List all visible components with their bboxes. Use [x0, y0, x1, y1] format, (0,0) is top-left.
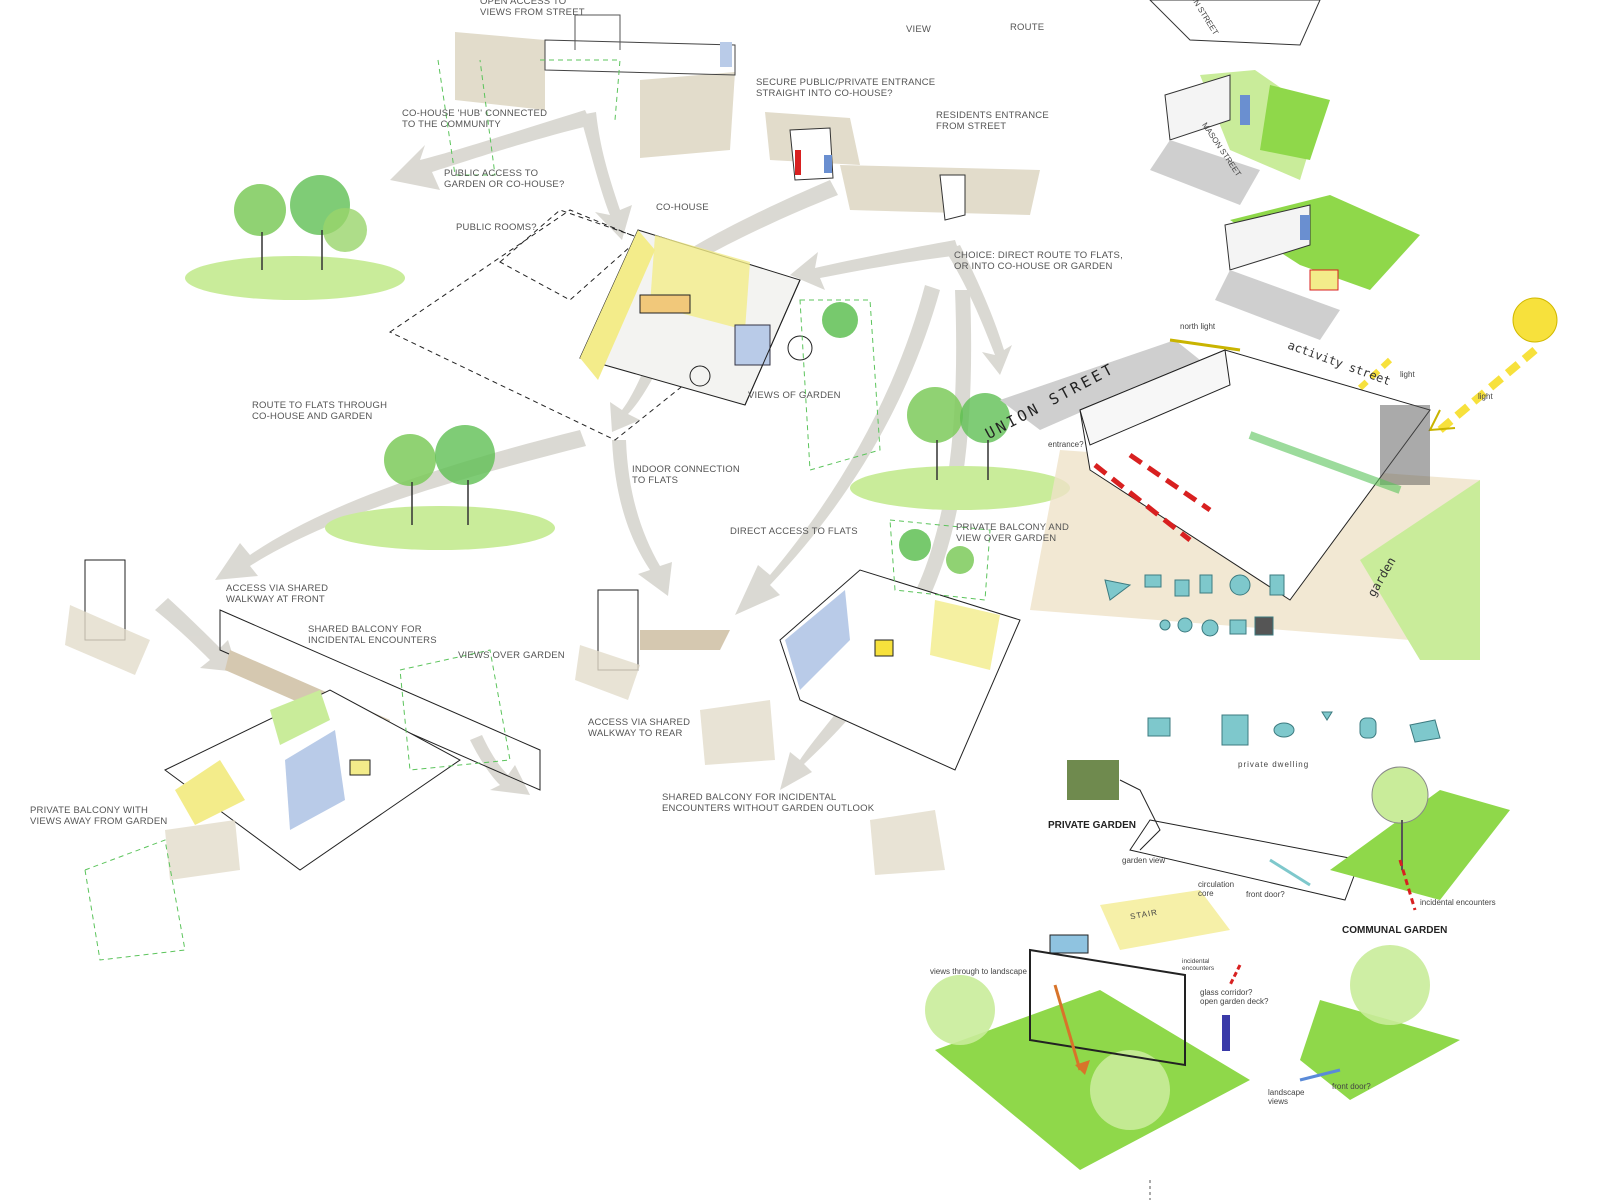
arrow-residents-to-cohouse: [790, 240, 960, 290]
label-front-door: front door?: [1246, 890, 1285, 899]
birdcage-icon: [1359, 717, 1377, 739]
street-wall-hub: [437, 14, 736, 176]
garden-right: [850, 387, 1070, 510]
label-access-shared-front: ACCESS VIA SHARED WALKWAY AT FRONT: [226, 583, 329, 605]
activity-icons: [1104, 574, 1285, 637]
co-house-box: [388, 209, 881, 471]
label-views-through: views through to landscape: [930, 967, 1027, 976]
picture-icon: [1221, 714, 1249, 746]
label-private-balcony-view: PRIVATE BALCONY AND VIEW OVER GARDEN: [956, 522, 1070, 544]
monitor-icon: [1147, 717, 1171, 737]
label-light-2: light: [1478, 392, 1493, 401]
arrow-front-walkway: [155, 598, 238, 672]
label-entrance: entrance?: [1048, 440, 1084, 449]
label-glass-corridor: glass corridor? open garden deck?: [1200, 988, 1269, 1006]
label-garden-view: garden view: [1122, 856, 1166, 865]
label-private-dwelling: private dwelling: [1238, 760, 1310, 769]
label-private-garden: PRIVATE GARDEN: [1048, 820, 1136, 831]
label-co-house: CO-HOUSE: [656, 202, 709, 213]
entrance-walls: [765, 112, 1040, 221]
label-public-access-garden: PUBLIC ACCESS TO GARDEN OR CO-HOUSE?: [444, 168, 565, 190]
arrow-hub-down: [580, 112, 632, 240]
arrow-route-through-garden: [215, 430, 586, 580]
label-view: VIEW: [906, 24, 932, 35]
label-secure-entrance: SECURE PUBLIC/PRIVATE ENTRANCE STRAIGHT …: [756, 77, 936, 99]
lamp-icon: [1321, 711, 1333, 721]
label-incidental-encounters: incidental encounters: [1420, 898, 1496, 907]
label-indoor-connection: INDOOR CONNECTION TO FLATS: [632, 464, 740, 486]
private-garden-photo: [1067, 760, 1119, 800]
label-shared-balcony-no-outlook: SHARED BALCONY FOR INCIDENTAL ENCOUNTERS…: [662, 792, 875, 814]
label-north-light: north light: [1180, 322, 1216, 331]
label-views-over-garden: VIEWS OVER GARDEN: [458, 650, 565, 661]
sun-icon: [1512, 297, 1558, 343]
sun-and-light: [1357, 297, 1558, 434]
label-access-shared-rear: ACCESS VIA SHARED WALKWAY TO REAR: [588, 717, 691, 739]
label-shared-balcony-incidental: SHARED BALCONY FOR INCIDENTAL ENCOUNTERS: [308, 624, 437, 646]
label-views-of-garden: VIEWS OF GARDEN: [748, 390, 841, 401]
label-core-incidental: incidental encounters: [1182, 958, 1215, 972]
label-light-1: light: [1400, 370, 1415, 379]
label-core-front-door: front door?: [1332, 1082, 1371, 1091]
garden-left: [185, 175, 405, 300]
garden-mid: [325, 425, 555, 550]
label-circulation-core: circulation core: [1198, 880, 1235, 898]
label-public-rooms: PUBLIC ROOMS?: [456, 222, 537, 233]
flat-block-left: [65, 559, 541, 961]
label-direct-access: DIRECT ACCESS TO FLATS: [730, 526, 858, 537]
label-route: ROUTE: [1010, 22, 1045, 33]
arrow-hub-to-left-garden: [390, 110, 592, 190]
private-dwelling-section: [1067, 711, 1510, 911]
cat-icon: [1273, 722, 1295, 738]
label-residents-entrance: RESIDENTS ENTRANCE FROM STREET: [936, 110, 1049, 132]
label-communal-garden: COMMUNAL GARDEN: [1342, 925, 1448, 936]
street-block-diagrams: [1149, 0, 1420, 340]
label-choice-route: CHOICE: DIRECT ROUTE TO FLATS, OR INTO C…: [954, 250, 1123, 272]
phone-icon: [1409, 719, 1441, 743]
activity-street-building: [1000, 338, 1480, 660]
arrow-views-garden: [470, 735, 530, 795]
circulation-core-section: [925, 890, 1460, 1200]
garden-balcony-trees: [822, 302, 974, 574]
arrow-direct-to-flats: [735, 285, 940, 615]
arrow-indoor-to-flats: [612, 440, 672, 596]
label-route-to-flats: ROUTE TO FLATS THROUGH CO-HOUSE AND GARD…: [252, 400, 388, 422]
label-views-from-street: OPEN ACCESS TO VIEWS FROM STREET: [480, 0, 585, 18]
arrow-residents-right: [945, 245, 1012, 375]
label-landscape-views: landscape views: [1268, 1088, 1305, 1106]
label-private-balcony-away: PRIVATE BALCONY WITH VIEWS AWAY FROM GAR…: [30, 805, 168, 827]
flat-block-middle: [575, 519, 1021, 875]
label-co-house-hub: CO-HOUSE 'HUB' CONNECTED TO THE COMMUNIT…: [402, 108, 548, 130]
